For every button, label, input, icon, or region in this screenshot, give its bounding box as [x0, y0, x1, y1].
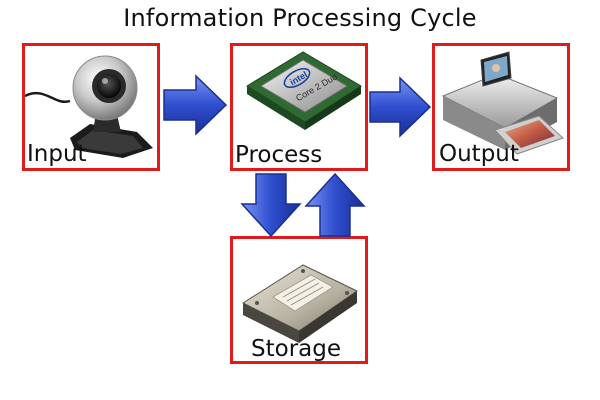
input-node: Input — [22, 43, 160, 171]
process-node: intel Core 2 Duo Process — [230, 43, 368, 171]
storage-label: Storage — [251, 336, 341, 362]
hard-drive-icon — [241, 264, 358, 343]
output-label: Output — [439, 141, 519, 167]
diagram-title: Information Processing Cycle — [123, 4, 477, 32]
arrow-input-to-process — [163, 74, 228, 136]
arrow-storage-to-process — [304, 172, 366, 237]
cpu-chip-icon: intel Core 2 Duo — [246, 51, 362, 130]
arrow-process-to-output — [369, 76, 432, 138]
output-node: Output — [432, 43, 570, 171]
photo-printer-icon — [441, 51, 564, 155]
process-label: Process — [235, 142, 323, 168]
storage-node: Storage — [230, 236, 368, 364]
webcam-icon — [25, 55, 153, 158]
input-label: Input — [27, 141, 87, 167]
arrow-process-to-storage — [240, 173, 302, 238]
